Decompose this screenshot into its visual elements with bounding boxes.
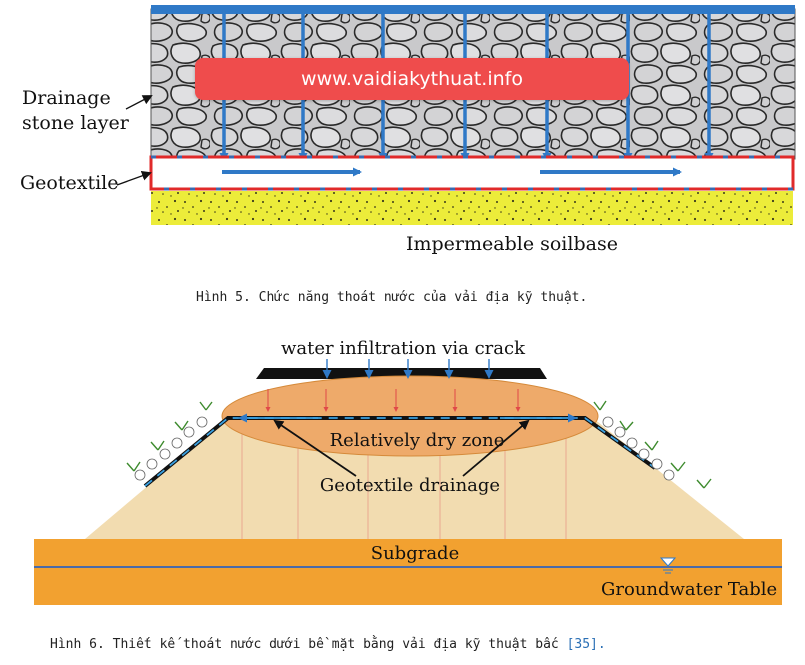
seepage-lines: [241, 425, 567, 539]
water-table-icon: [659, 557, 677, 567]
subgrade-layer: [34, 539, 782, 605]
watermark-banner: www.vaidiakythuat.info: [195, 58, 629, 100]
caption-figure5: Hình 5. Chức năng thoát nước của vải địa…: [196, 290, 588, 305]
impermeable-soilbase: [151, 191, 793, 225]
label-infiltration: water infiltration via crack: [281, 338, 526, 359]
figure5: Drainage stone layer Geotextile Impermea…: [20, 5, 796, 255]
label-drainage-line2: stone layer: [22, 112, 130, 134]
crack-arrows: [322, 359, 494, 379]
leader-drainage-left: [273, 419, 357, 477]
leader-geotextile: [116, 171, 152, 186]
caption-figure6-text: Hình 6. Thiết kế thoát nước dưới bề mặt …: [50, 637, 567, 652]
surface-water-bar: [151, 5, 795, 14]
label-soilbase: Impermeable soilbase: [406, 233, 618, 255]
leader-drainage-right: [462, 419, 530, 477]
label-dry-zone: Relatively dry zone: [330, 430, 505, 451]
vegetation-right: [593, 400, 712, 489]
vegetation-left: [126, 401, 213, 481]
caption-figure6: Hình 6. Thiết kế thoát nước dưới bề mặt …: [50, 637, 606, 652]
label-groundwater: Groundwater Table: [601, 579, 777, 600]
label-subgrade: Subgrade: [371, 543, 459, 564]
figure6: water infiltration via crack Relatively …: [34, 338, 782, 605]
label-geotextile: Geotextile: [20, 172, 119, 194]
label-drainage-line1: Drainage: [22, 87, 111, 109]
infiltration-arrows: [265, 389, 521, 412]
embankment: [85, 414, 744, 539]
label-geotextile-drainage: Geotextile drainage: [320, 475, 500, 496]
leader-drainage: [125, 95, 153, 110]
caption-reference-link[interactable]: [35].: [566, 637, 606, 652]
